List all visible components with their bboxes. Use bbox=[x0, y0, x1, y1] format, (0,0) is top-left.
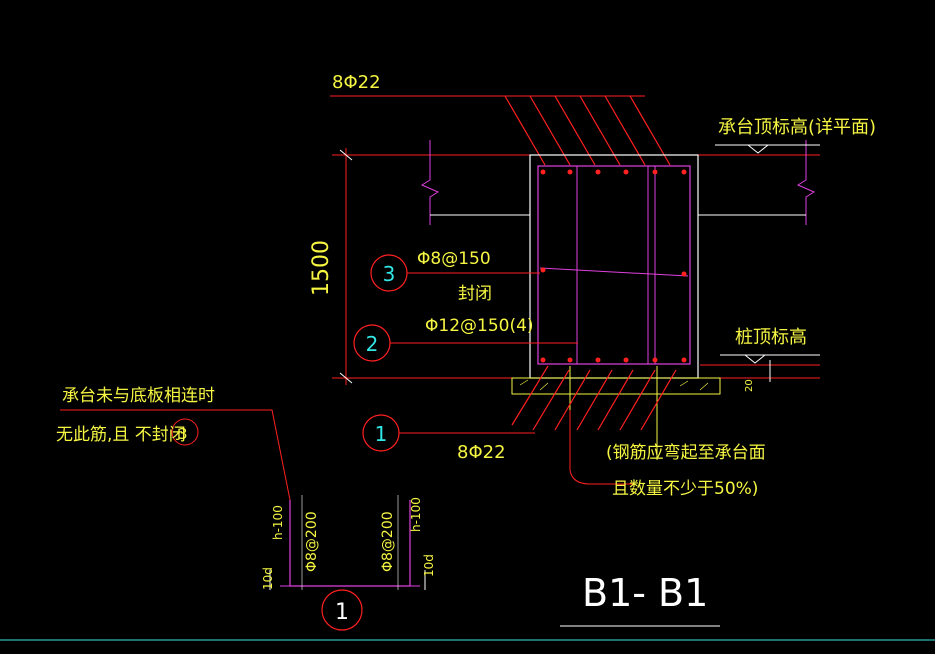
stirrup-label: Φ8@150 bbox=[417, 249, 491, 269]
top-rebar-label: 8Φ22 bbox=[332, 72, 381, 93]
bend-rebar bbox=[569, 410, 635, 485]
top-rebar-dots bbox=[540, 169, 687, 175]
cap-top-elev-label: 承台顶标高(详平面) bbox=[718, 117, 876, 138]
top-rebar-hatch bbox=[504, 95, 671, 166]
detail-left-rebar: Φ8@200 bbox=[304, 511, 320, 572]
bottom-rebar-hatch bbox=[511, 365, 677, 431]
note-leader bbox=[60, 409, 291, 501]
closed-label: 封闭 bbox=[458, 284, 492, 304]
middle-rebar-label: Φ12@150(4) bbox=[425, 316, 534, 336]
section-title: B1- B1 bbox=[582, 571, 708, 615]
cap-outline bbox=[529, 154, 699, 379]
marker-3-text: 3 bbox=[383, 262, 396, 286]
cage-tie bbox=[539, 267, 689, 277]
right-break-symbol bbox=[796, 140, 816, 225]
pile-top-elev-symbol bbox=[743, 354, 767, 364]
left-break-symbol bbox=[420, 140, 440, 225]
pile-pad bbox=[511, 377, 721, 395]
note-cap-line2: 无此筋,且 不封闭 bbox=[56, 425, 186, 445]
detail-right-top: h-100 bbox=[409, 497, 423, 532]
small-dim-label: 20 bbox=[744, 379, 755, 392]
height-dim-label: 1500 bbox=[309, 240, 334, 296]
dim-tick-bottom bbox=[339, 372, 353, 384]
detail-marker-1-text: 1 bbox=[335, 600, 349, 625]
marker-1-text: 1 bbox=[375, 422, 388, 446]
note-marker-circle bbox=[171, 418, 199, 446]
cap-top-elev-symbol bbox=[746, 144, 770, 154]
dim-tick-top bbox=[339, 149, 353, 161]
detail-marker-1 bbox=[321, 589, 363, 631]
bend-note-line1: (钢筋应弯起至承台面 bbox=[606, 443, 766, 463]
detail-right-bottom: 10d bbox=[422, 554, 436, 577]
mid-rebar-dots bbox=[540, 267, 687, 277]
note-cap-marker: 3 bbox=[178, 425, 188, 443]
rebar-cage bbox=[537, 165, 691, 365]
detail-left-top: h-100 bbox=[271, 505, 285, 540]
detail-left-bottom: 10d bbox=[261, 567, 275, 590]
bend-note-line2: 且数量不少于50%) bbox=[612, 479, 758, 499]
bottom-rebar-dots bbox=[540, 357, 687, 363]
marker-2-text: 2 bbox=[366, 332, 379, 356]
pad-texture bbox=[519, 379, 709, 391]
detail-right-rebar: Φ8@200 bbox=[380, 511, 396, 572]
pile-top-elev-label: 桩顶标高 bbox=[735, 327, 807, 348]
bottom-rebar-label: 8Φ22 bbox=[457, 442, 506, 463]
note-cap-line1: 承台未与底板相连时 bbox=[62, 386, 215, 406]
